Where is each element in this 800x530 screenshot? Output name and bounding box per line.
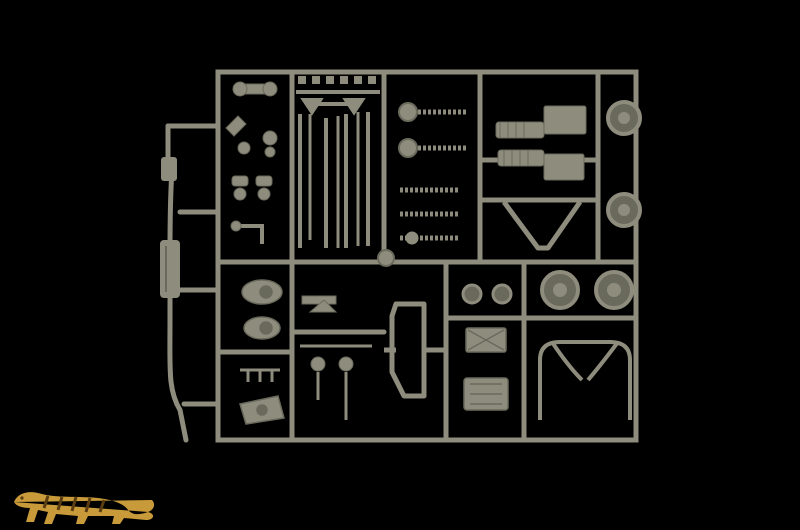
tiger-stripes — [42, 495, 106, 513]
small-parts-center-lower — [300, 295, 372, 420]
small-parts-lower-left — [239, 279, 285, 425]
roll-bar — [538, 340, 632, 420]
spring-shocks — [398, 102, 468, 245]
muffler-bottom — [160, 240, 180, 298]
sprue-frame — [165, 69, 639, 443]
tiger-body — [14, 492, 155, 524]
exhaust-pipe — [160, 157, 189, 443]
rods-section — [296, 90, 380, 248]
radiator-parts — [463, 327, 509, 411]
small-parts-top-left — [225, 81, 278, 244]
transmission-parts — [495, 105, 587, 181]
muffler-top — [161, 157, 177, 181]
wheels-upper — [606, 100, 642, 228]
tiger-icon — [14, 492, 155, 524]
wheels-lower — [461, 270, 634, 310]
sprue-pins — [298, 76, 376, 84]
windshield-frame — [384, 301, 446, 399]
suspension-arm — [377, 200, 583, 267]
